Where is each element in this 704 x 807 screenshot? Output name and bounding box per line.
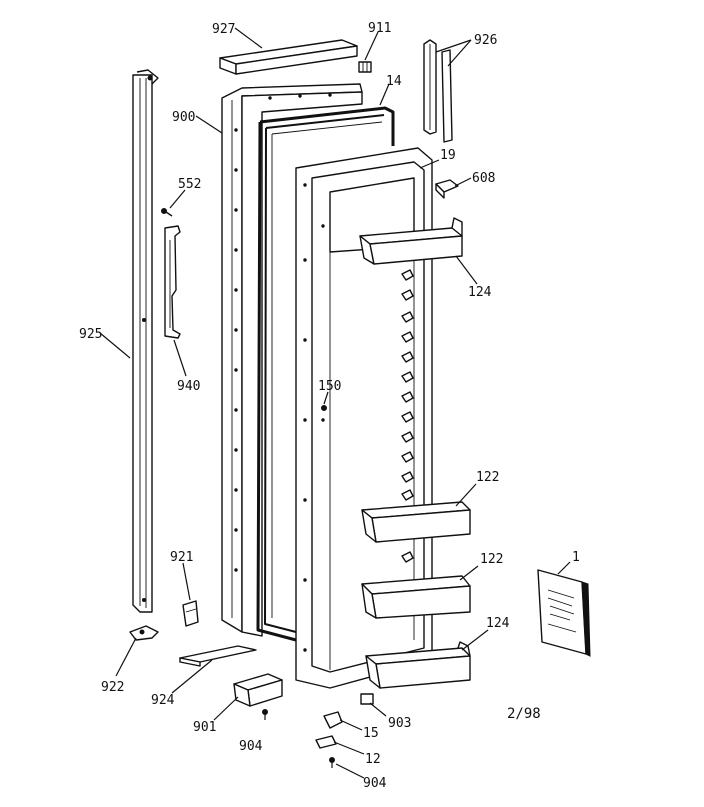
part-150-screw	[321, 405, 327, 411]
callout-608: 608	[472, 171, 495, 186]
part-124-lower-bin	[365, 641, 471, 689]
part-940-bracket	[164, 225, 181, 339]
part-12-bracket	[315, 735, 337, 749]
callout-552: 552	[178, 177, 201, 192]
part-14-gasket	[256, 106, 395, 642]
callout-19: 19	[440, 148, 456, 163]
part-1-literature	[537, 569, 591, 657]
part-122-lower-shelf	[361, 575, 471, 619]
callout-901: 901	[193, 720, 216, 735]
callout-921: 921	[170, 550, 193, 565]
callout-150: 150	[318, 379, 341, 394]
part-19-liner	[295, 147, 433, 689]
callout-904-upper: 904	[239, 739, 263, 754]
part-911-plug	[358, 61, 372, 73]
callout-904-lower: 904	[363, 776, 387, 791]
callout-924: 924	[151, 693, 175, 708]
part-904-screws	[262, 709, 335, 768]
part-922-hinge	[129, 625, 159, 641]
callout-15: 15	[363, 726, 379, 741]
callout-925: 925	[79, 327, 102, 342]
callout-911: 911	[368, 21, 391, 36]
part-926-trim	[423, 39, 453, 143]
part-124-upper-bin	[359, 217, 463, 265]
callout-122-lower: 122	[480, 552, 503, 567]
part-927-top-cap	[219, 39, 358, 75]
part-552-screw	[161, 208, 173, 217]
callout-1: 1	[572, 550, 580, 565]
leader-lines	[99, 27, 571, 779]
part-901-cap	[233, 673, 283, 707]
callout-940: 940	[177, 379, 200, 394]
part-924-trim	[179, 645, 257, 667]
part-608-clip	[435, 179, 459, 199]
date-code: 2/98	[507, 706, 541, 722]
callout-927: 927	[212, 22, 235, 37]
part-925-rail	[132, 69, 159, 613]
part-15-hinge	[323, 711, 343, 729]
part-122-upper-shelf	[361, 501, 471, 543]
part-900-door-shell	[221, 83, 363, 637]
callout-926: 926	[474, 33, 497, 48]
callout-122-upper: 122	[476, 470, 499, 485]
callout-903: 903	[388, 716, 411, 731]
callout-12: 12	[365, 752, 381, 767]
callout-922: 922	[101, 680, 124, 695]
part-921-bracket	[182, 600, 199, 627]
callout-124-lower: 124	[486, 616, 510, 631]
callout-900: 900	[172, 110, 195, 125]
callout-labels: 927 911 926 14 900 19 608 552 124 925 94…	[79, 21, 580, 791]
shelf-supports	[401, 269, 414, 563]
callout-124-upper: 124	[468, 285, 492, 300]
part-903-cap	[360, 693, 374, 705]
callout-14: 14	[386, 74, 402, 89]
